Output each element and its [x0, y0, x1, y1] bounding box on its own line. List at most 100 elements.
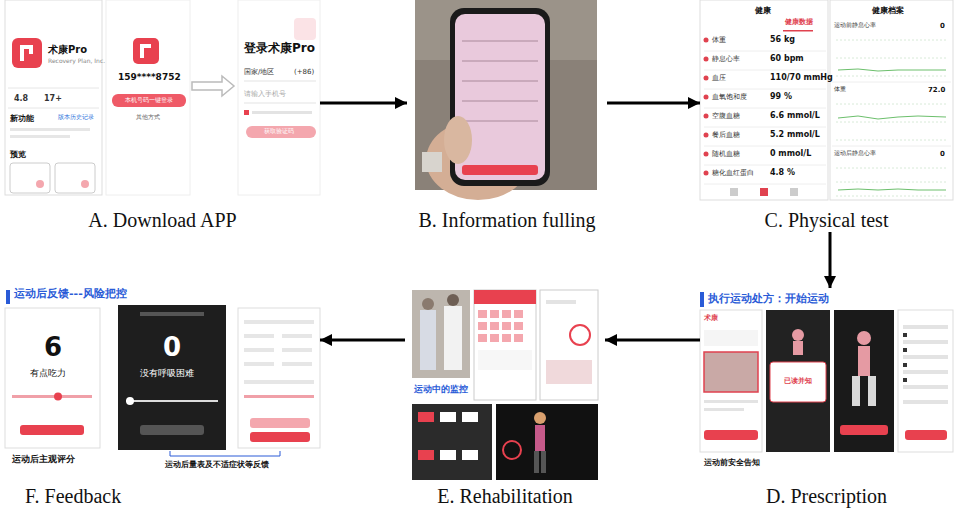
art-shape: [8, 88, 99, 89]
art-shape: [478, 310, 487, 318]
screen-text: 登录术康Pro: [244, 42, 315, 56]
art-shape: [903, 400, 948, 404]
screen-text: 餐后血糖: [712, 131, 740, 139]
art-shape: [514, 310, 523, 318]
art-shape: [535, 425, 545, 451]
art-shape: [832, 82, 951, 83]
art-shape: [36, 180, 44, 188]
screen-text: 术康: [704, 314, 718, 322]
art-shape: [704, 408, 744, 411]
art-shape: [140, 312, 204, 316]
art-shape: [418, 412, 434, 422]
art-shape: [440, 450, 456, 460]
art-shape: [81, 180, 89, 188]
screen-text: 术康Pro: [48, 44, 87, 56]
screen-text: 0: [940, 22, 945, 30]
art-shape: [20, 425, 84, 435]
art-shape: [704, 400, 758, 403]
screen-text: 执行运动处方：开始运动: [708, 293, 829, 306]
art-shape: [55, 163, 95, 193]
art-shape: [170, 451, 280, 456]
art-shape: [838, 69, 946, 71]
art-shape: [832, 146, 951, 147]
art-shape: [140, 44, 151, 48]
art-shape: [700, 292, 704, 307]
art-shape: [704, 352, 758, 392]
screen-text: 血压: [712, 74, 726, 82]
art-shape: [462, 450, 478, 460]
art-shape: [903, 333, 907, 337]
art-shape: [496, 404, 598, 480]
art-shape: [903, 325, 948, 404]
art-shape: [244, 110, 249, 115]
art-shape: [704, 152, 709, 157]
art-shape: [238, 0, 320, 195]
screen-text: 0: [163, 333, 181, 363]
screen-text: 72.0: [928, 86, 945, 94]
screen-text: 0 mmol/L: [770, 149, 811, 158]
flow-arrow: [605, 339, 700, 342]
art-shape: [903, 385, 948, 389]
art-shape: [704, 184, 826, 185]
screen-text: 运动前静息心率: [834, 22, 876, 29]
art-shape: [700, 310, 762, 452]
art-shape: [546, 360, 592, 384]
art-shape: [244, 103, 316, 104]
screen-text: 运动后静息心率: [834, 150, 876, 157]
art-shape: [903, 348, 907, 352]
screen-text: 国家/地区: [244, 68, 274, 76]
art-shape: [704, 89, 826, 90]
flow-panel: D. Prescription: [700, 288, 953, 508]
art-shape: [282, 348, 312, 352]
art-shape: [244, 380, 314, 384]
art-shape: [704, 95, 709, 100]
art-shape: [474, 290, 536, 304]
art-shape: [8, 108, 99, 109]
art-shape: [792, 329, 804, 341]
prescription-screens: [700, 292, 953, 452]
art-shape: [704, 38, 709, 176]
art-shape: [704, 38, 709, 43]
art-shape: [282, 334, 312, 338]
art-shape: [244, 348, 274, 352]
art-shape: [514, 322, 523, 330]
art-shape: [412, 404, 492, 480]
screen-text: 没有呼吸困难: [140, 368, 194, 378]
art-shape: [112, 94, 186, 107]
flow-arrow: [320, 102, 407, 105]
art-shape: [6, 290, 10, 304]
art-shape: [700, 0, 828, 200]
art-shape: [126, 400, 218, 402]
art-shape: [760, 188, 768, 196]
art-shape: [244, 362, 274, 366]
art-shape: [10, 163, 50, 193]
art-shape: [447, 294, 459, 306]
download-screens: [5, 0, 320, 195]
art-shape: [10, 135, 70, 138]
art-shape: [10, 128, 90, 131]
panel-caption: A. Download APP: [5, 209, 320, 232]
art-shape: [836, 182, 948, 183]
art-shape: [478, 350, 532, 370]
art-shape: [836, 104, 948, 105]
art-shape: [903, 340, 948, 344]
flow-panel: C. Physical test: [700, 0, 953, 232]
art-shape: [898, 310, 953, 452]
art-shape: [704, 76, 709, 81]
art-shape: [474, 290, 536, 400]
panel-caption: B. Information fulling: [407, 209, 607, 232]
art-shape: [422, 152, 442, 172]
screen-text: 4.8 %: [770, 168, 795, 177]
art-shape: [783, 30, 813, 32]
art-shape: [903, 333, 907, 382]
art-shape: [534, 412, 546, 424]
art-shape: [730, 188, 738, 196]
screen-text: 获取验证码: [264, 128, 294, 135]
screen-text: 0: [940, 150, 945, 158]
art-shape: [903, 355, 948, 359]
art-shape: [903, 363, 907, 367]
art-shape: [903, 370, 948, 374]
art-shape: [12, 395, 92, 398]
